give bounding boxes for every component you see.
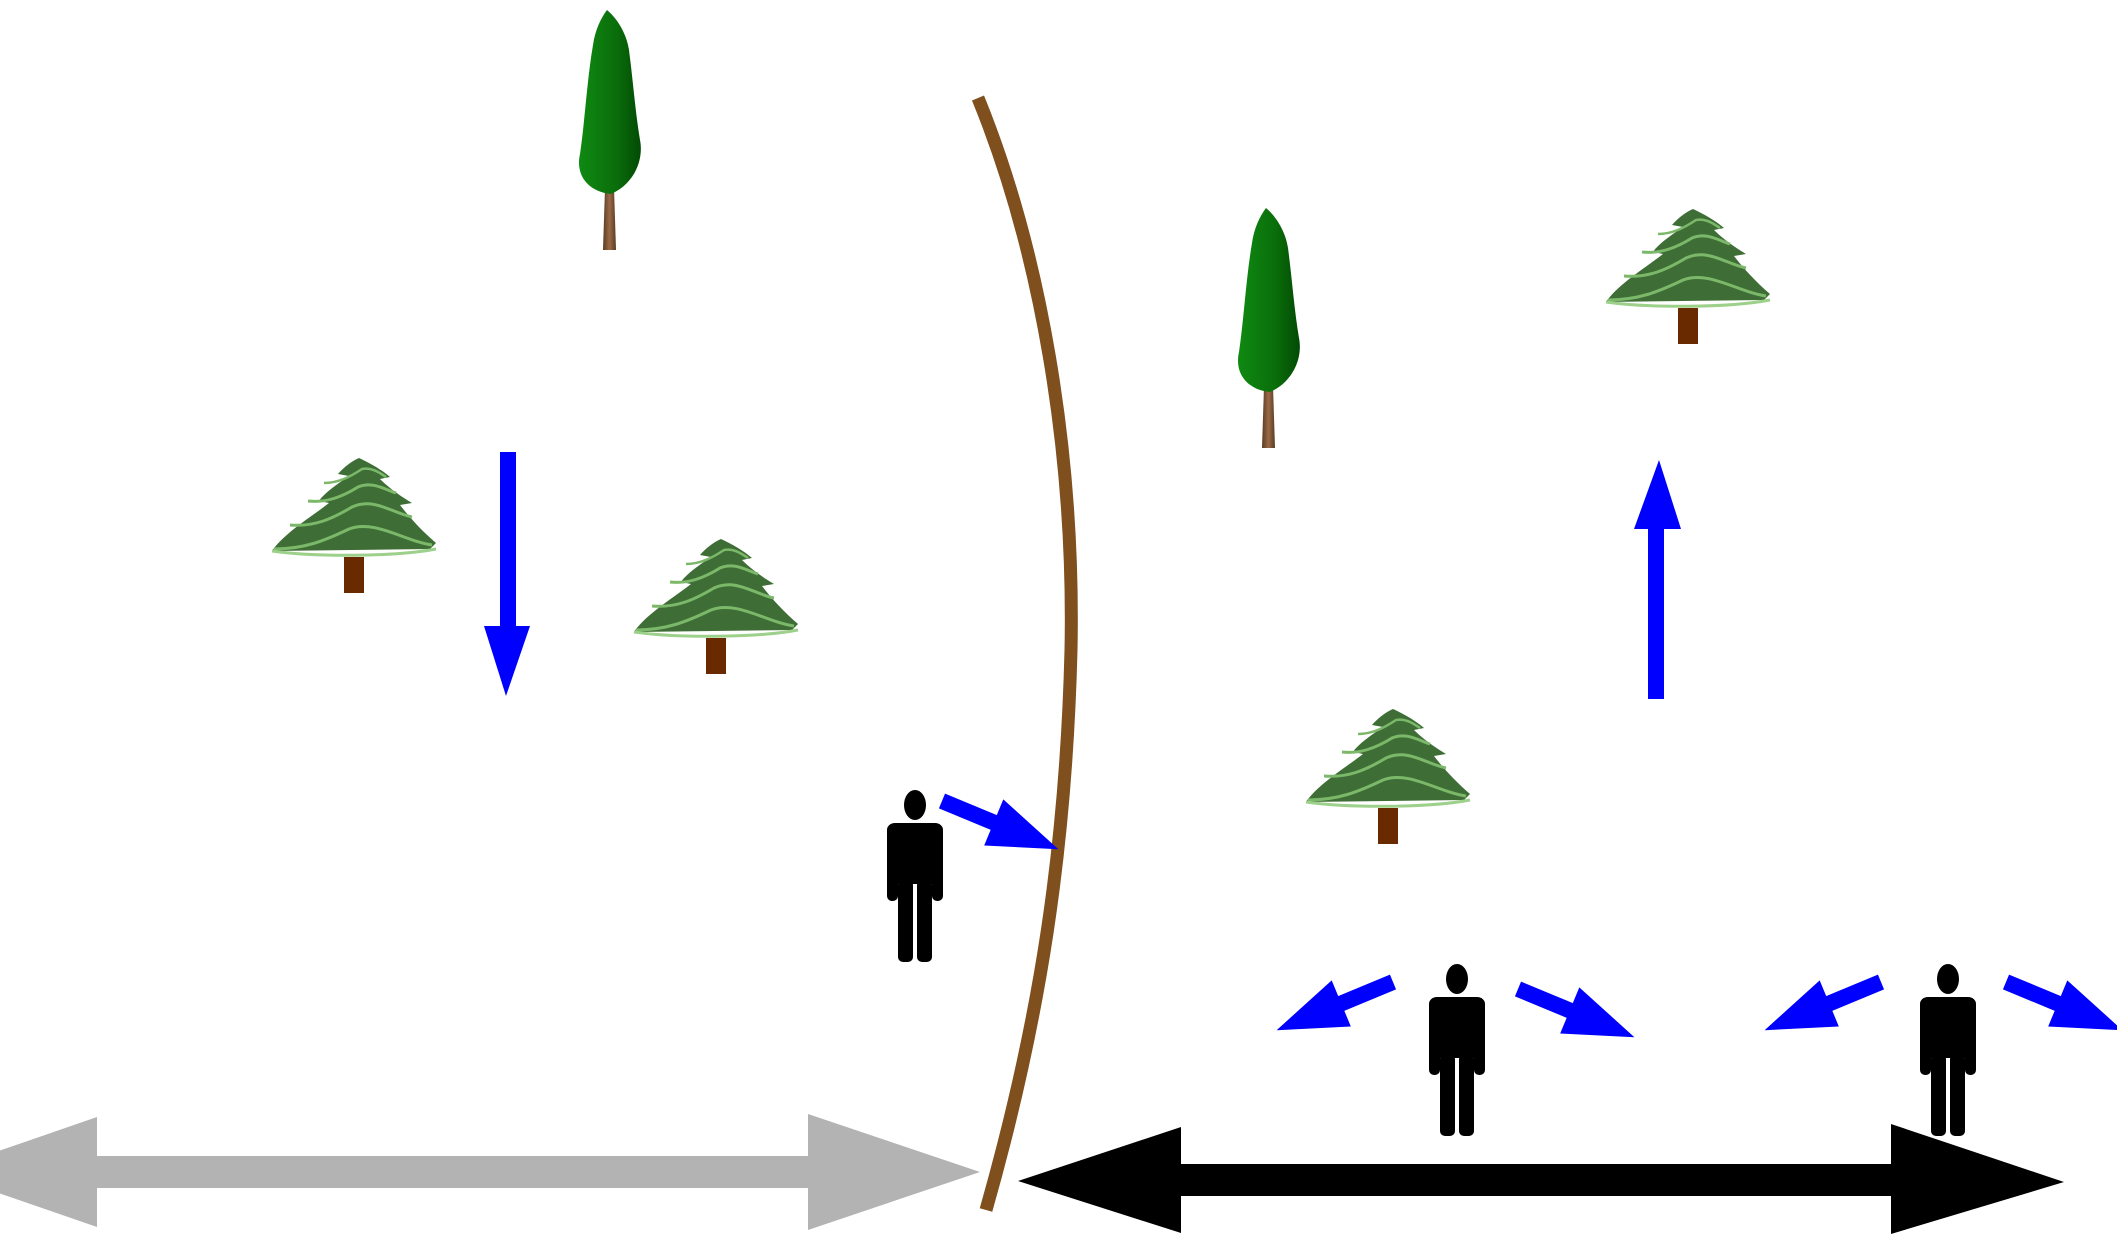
double-arrow: [0, 1114, 980, 1230]
pine-tree-icon: [270, 456, 438, 595]
blue-arrow: [938, 793, 1059, 850]
river-curve: [971, 95, 1078, 1212]
cypress-tree-icon: [578, 10, 641, 250]
person-icon: [1920, 964, 1976, 1136]
person-icon: [1429, 964, 1485, 1136]
blue-arrow: [1634, 460, 1681, 699]
blue-arrow: [484, 452, 530, 696]
person-icon: [887, 790, 943, 962]
blue-arrow: [1764, 974, 1885, 1031]
blue-arrow: [1514, 981, 1635, 1038]
pine-tree-icon: [632, 537, 800, 676]
blue-arrow: [2002, 974, 2117, 1031]
pine-tree-icon: [1604, 207, 1772, 346]
double-arrow: [1018, 1124, 2064, 1234]
cypress-tree-icon: [1237, 208, 1300, 448]
pine-tree-icon: [1304, 707, 1472, 846]
blue-arrow: [1276, 974, 1397, 1031]
